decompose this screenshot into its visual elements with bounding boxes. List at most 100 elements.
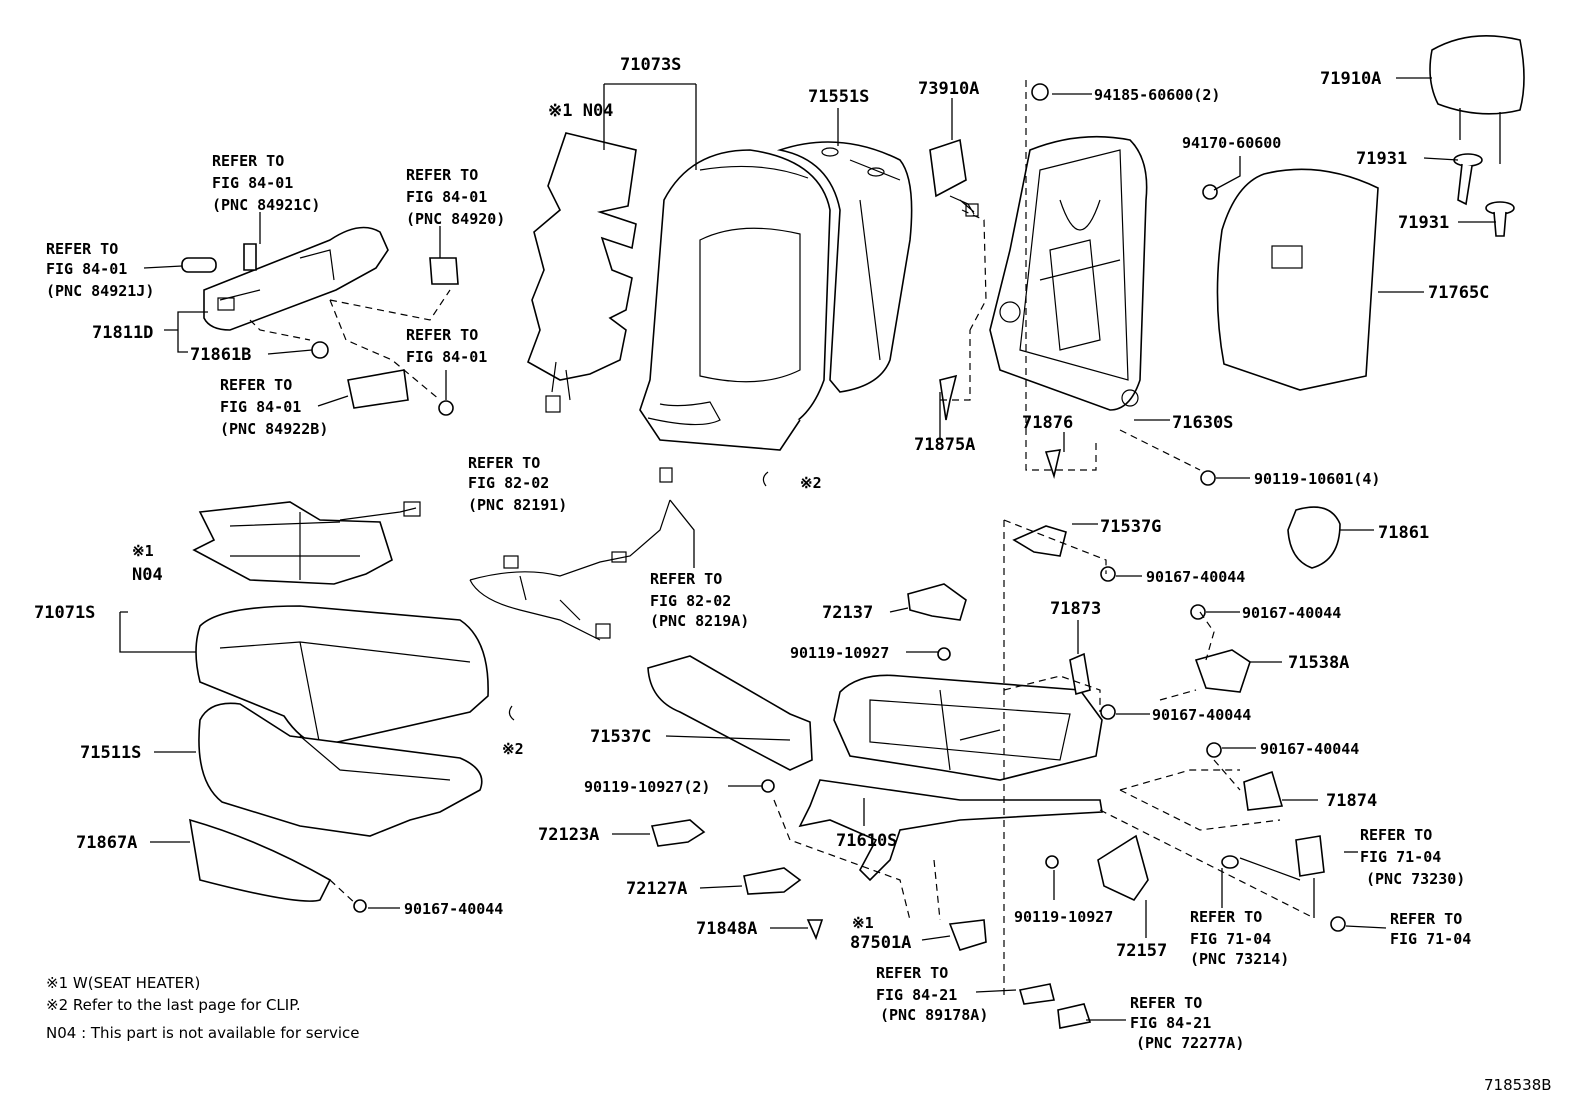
svg-text:(PNC 84922B): (PNC 84922B) bbox=[220, 420, 328, 438]
svg-text:REFER TO: REFER TO bbox=[1130, 994, 1202, 1012]
refer-82191: REFER TO FIG 82-02 (PNC 82191) bbox=[468, 454, 567, 514]
label-71511s: 71511S bbox=[80, 743, 141, 763]
mark-87501a: ※1 bbox=[852, 914, 874, 932]
note-clip: ※2 Refer to the last page for CLIP. bbox=[46, 996, 301, 1014]
heater-ecu bbox=[929, 138, 979, 217]
svg-text:FIG 84-01: FIG 84-01 bbox=[406, 348, 487, 366]
svg-text:FIG 84-01: FIG 84-01 bbox=[406, 188, 487, 206]
cover-71537g bbox=[1012, 525, 1067, 557]
label-90119-10927-a: 90119-10927 bbox=[790, 644, 889, 662]
label-90119-10927-2: 90119-10927(2) bbox=[584, 778, 710, 796]
svg-text:REFER TO: REFER TO bbox=[406, 326, 478, 344]
label-71867a: 71867A bbox=[76, 833, 137, 853]
label-71848a: 71848A bbox=[696, 919, 757, 939]
lift-switch-knob bbox=[243, 243, 257, 271]
label-n04-top: ※1 N04 bbox=[548, 101, 613, 121]
nut-94185 bbox=[1031, 83, 1049, 101]
bracket-71876 bbox=[1044, 449, 1062, 479]
switch-screw bbox=[438, 400, 454, 416]
svg-text:(PNC 89178A): (PNC 89178A) bbox=[880, 1006, 988, 1024]
bolt-90119-10601 bbox=[1200, 470, 1216, 486]
label-94185: 94185-60600(2) bbox=[1094, 86, 1220, 104]
label-71073s: 71073S bbox=[620, 55, 681, 75]
seatback-board bbox=[1216, 168, 1379, 391]
cushion-front-panel bbox=[189, 818, 332, 902]
svg-text:FIG 84-01: FIG 84-01 bbox=[220, 398, 301, 416]
svg-text:(PNC 82191): (PNC 82191) bbox=[468, 496, 567, 514]
svg-text:(PNC 84921C): (PNC 84921C) bbox=[212, 196, 320, 214]
label-87501a: 87501A bbox=[850, 933, 911, 953]
leader-lines bbox=[119, 77, 1496, 1021]
svg-text:(PNC 72277A): (PNC 72277A) bbox=[1136, 1034, 1244, 1052]
note-n04: N04 : This part is not available for ser… bbox=[46, 1024, 360, 1042]
connector-89178a bbox=[1018, 983, 1055, 1005]
label-94170: 94170-60600 bbox=[1182, 134, 1281, 152]
label-71811d: 71811D bbox=[92, 323, 153, 343]
label-90119-10601: 90119-10601(4) bbox=[1254, 470, 1380, 488]
bolt-90167-b bbox=[1190, 604, 1206, 620]
label-90167-e: 90167-40044 bbox=[404, 900, 503, 918]
bracket-72277a bbox=[1057, 1003, 1092, 1029]
cover-clip bbox=[311, 341, 329, 359]
svg-text:FIG 84-21: FIG 84-21 bbox=[1130, 1014, 1211, 1032]
svg-text:REFER TO: REFER TO bbox=[1190, 908, 1262, 926]
refer-89178a: REFER TO FIG 84-21 (PNC 89178A) bbox=[876, 964, 988, 1024]
nut-94170 bbox=[1202, 184, 1218, 200]
label-71610s: 71610S bbox=[836, 831, 897, 851]
refer-84921c: REFER TO FIG 84-01 (PNC 84921C) bbox=[212, 152, 320, 214]
label-90119-10927-b: 90119-10927 bbox=[1014, 908, 1113, 926]
clip-icon-a bbox=[762, 471, 769, 487]
label-71630s: 71630S bbox=[1172, 413, 1233, 433]
cap-71848a bbox=[806, 919, 824, 941]
front-board bbox=[647, 655, 813, 771]
cover-72157 bbox=[1097, 834, 1149, 902]
refer-8219a: REFER TO FIG 82-02 (PNC 8219A) bbox=[650, 570, 749, 630]
assembly-lines bbox=[249, 80, 1311, 1000]
bolt-90119-10927-a bbox=[937, 647, 951, 661]
svg-text:(PNC 73214): (PNC 73214) bbox=[1190, 950, 1289, 968]
svg-text:FIG 82-02: FIG 82-02 bbox=[468, 474, 549, 492]
note-seat-heater: ※1 W(SEAT HEATER) bbox=[46, 974, 200, 992]
label-72123a: 72123A bbox=[538, 825, 599, 845]
label-n04-seat: N04 bbox=[132, 565, 163, 585]
svg-text:(PNC 84921J): (PNC 84921J) bbox=[46, 282, 154, 300]
label-90167-a: 90167-40044 bbox=[1146, 568, 1245, 586]
bolt-90119-10927-2 bbox=[761, 779, 775, 793]
label-90167-d: 90167-40044 bbox=[1260, 740, 1359, 758]
label-90167-b: 90167-40044 bbox=[1242, 604, 1341, 622]
refer-84-01-screw: REFER TO FIG 84-01 bbox=[406, 326, 487, 366]
bracket-71538a bbox=[1194, 649, 1251, 693]
bracket-71874 bbox=[1243, 770, 1284, 811]
label-72127a: 72127A bbox=[626, 879, 687, 899]
mark-seat-heater: ※1 bbox=[132, 542, 154, 560]
adjuster-cover-inner bbox=[907, 583, 967, 621]
clip-icon-b bbox=[508, 705, 515, 721]
svg-text:(PNC 84920): (PNC 84920) bbox=[406, 210, 505, 228]
bracket-71873 bbox=[1069, 652, 1091, 696]
bolt-90119-10927-b bbox=[1045, 855, 1059, 869]
cover-72127a bbox=[743, 867, 802, 895]
svg-text:REFER TO: REFER TO bbox=[46, 240, 118, 258]
cushion-heater-mat bbox=[192, 501, 421, 585]
clip-mark-b: ※2 bbox=[502, 740, 524, 758]
label-71861: 71861 bbox=[1378, 523, 1429, 543]
svg-text:REFER TO: REFER TO bbox=[1360, 826, 1432, 844]
cover-71875a bbox=[939, 374, 958, 421]
seatback-heater-mat bbox=[527, 132, 637, 413]
bolt-90167-c bbox=[1100, 704, 1116, 720]
front-panel-screw bbox=[353, 899, 367, 913]
label-71875a: 71875A bbox=[914, 435, 975, 455]
bolt-90167-d bbox=[1206, 742, 1222, 758]
headrest bbox=[1429, 35, 1525, 164]
recliner-knob bbox=[1287, 506, 1341, 569]
svg-text:(PNC 8219A): (PNC 8219A) bbox=[650, 612, 749, 630]
switch-module bbox=[347, 369, 409, 409]
refer-72277a: REFER TO FIG 84-21 (PNC 72277A) bbox=[1130, 994, 1244, 1052]
label-71551s: 71551S bbox=[808, 87, 869, 107]
label-71910a: 71910A bbox=[1320, 69, 1381, 89]
seatback-pad bbox=[776, 141, 913, 393]
svg-text:REFER TO: REFER TO bbox=[212, 152, 284, 170]
refer-84920: REFER TO FIG 84-01 (PNC 84920) bbox=[406, 166, 505, 228]
label-71538a: 71538A bbox=[1288, 653, 1349, 673]
